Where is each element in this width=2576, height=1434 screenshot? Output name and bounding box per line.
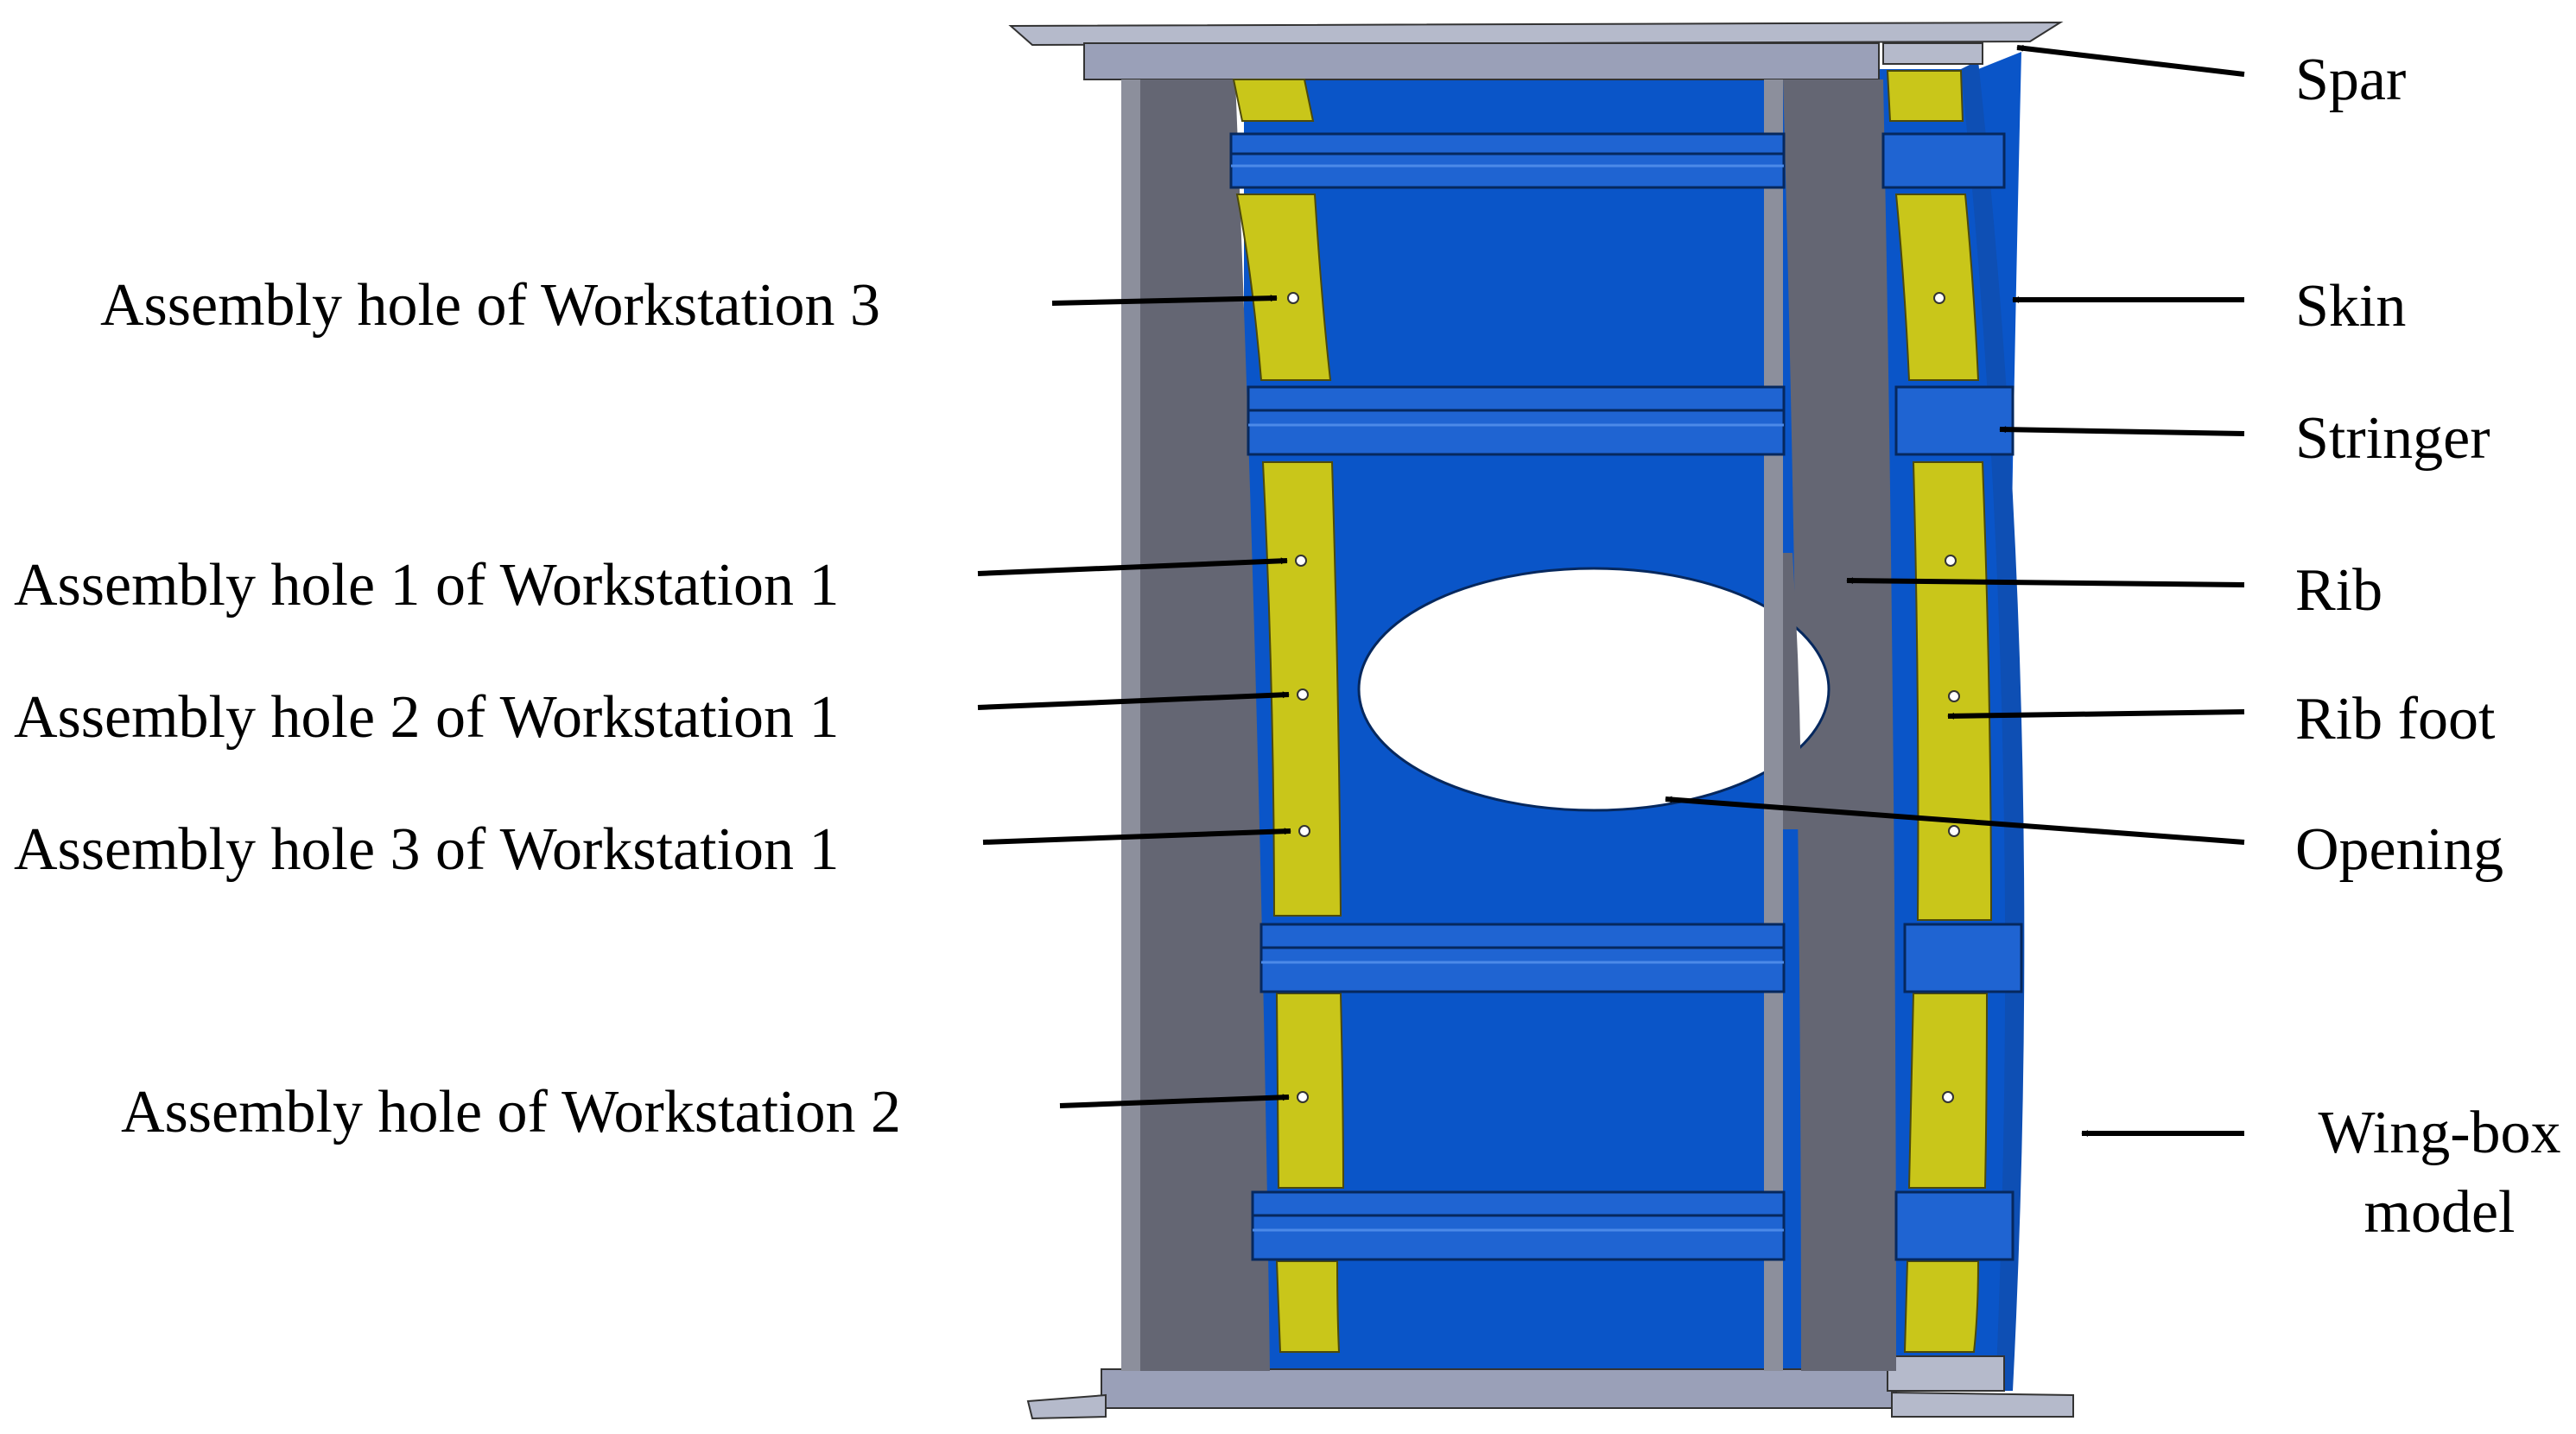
arrow-rib [1846, 577, 2245, 587]
left-rib [1121, 79, 1270, 1371]
arrow-spar [2016, 44, 2245, 77]
label-stringer: Stringer [2295, 405, 2490, 472]
label-hole-ws3: Assembly hole of Workstation 3 [100, 272, 880, 339]
upper-spar [1008, 21, 2064, 80]
label-skin: Skin [2295, 273, 2406, 339]
label-wing-box-line2: model [2364, 1179, 2516, 1246]
stringer-3 [1259, 923, 2023, 993]
opening [1357, 553, 1830, 829]
assembly-holes [1287, 292, 1960, 1103]
skin-edge [1961, 60, 2025, 1391]
stringer-4 [1251, 1190, 2014, 1261]
label-hole2-ws1: Assembly hole 2 of Workstation 1 [14, 684, 840, 751]
arrow-opening [1665, 796, 2245, 845]
label-opening: Opening [2295, 816, 2503, 883]
stringer-1 [1229, 132, 2006, 189]
arrow-rib-foot [1947, 709, 2245, 720]
arrow-hole-ws2 [1059, 1094, 1290, 1108]
label-wing-box-line1: Wing-box [2318, 1100, 2560, 1166]
arrow-hole-ws3 [1051, 295, 1278, 306]
stringers [1229, 132, 2023, 1261]
left-labels: Assembly hole of Workstation 3 Assembly … [14, 272, 901, 1145]
right-rib-feet [1886, 70, 1993, 1353]
stringer-2 [1247, 385, 2014, 456]
arrow-stringer [1999, 426, 2245, 436]
label-spar: Spar [2295, 47, 2406, 113]
arrow-hole2-ws1 [977, 691, 1290, 710]
label-hole-ws2: Assembly hole of Workstation 2 [121, 1079, 901, 1145]
label-hole1-ws1: Assembly hole 1 of Workstation 1 [14, 552, 840, 619]
label-rib-foot: Rib foot [2295, 686, 2496, 752]
arrow-hole3-ws1 [982, 828, 1291, 845]
right-labels: Spar Skin Stringer Rib Rib foot Opening … [2295, 47, 2561, 1246]
label-hole3-ws1: Assembly hole 3 of Workstation 1 [14, 816, 840, 883]
label-rib: Rib [2295, 557, 2382, 624]
lower-spar [1026, 1355, 2074, 1420]
wing-box-model [1008, 21, 2074, 1420]
arrow-hole1-ws1 [977, 557, 1288, 576]
leader-arrows [977, 44, 2245, 1137]
